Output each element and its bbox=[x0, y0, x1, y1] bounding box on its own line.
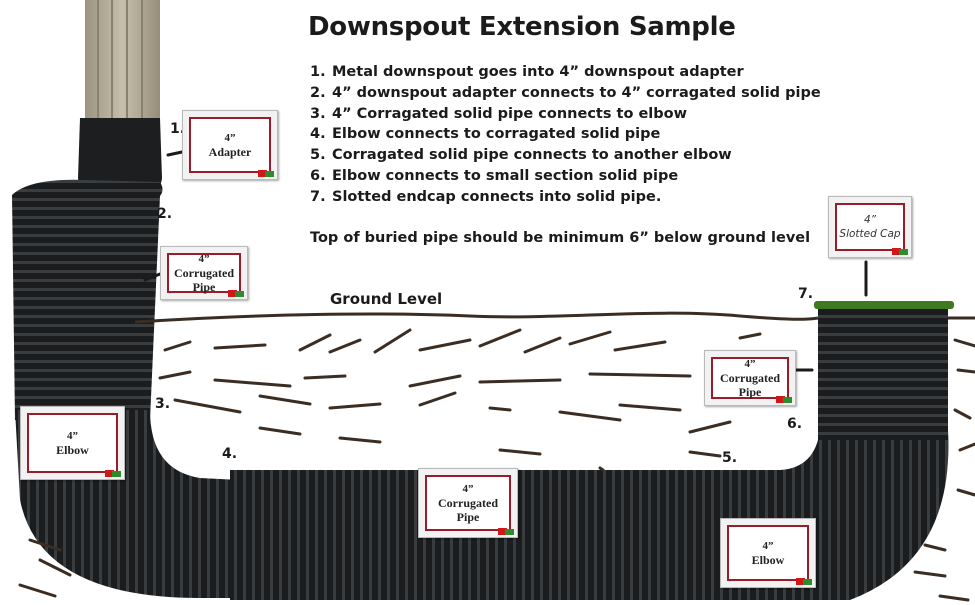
brand-logo bbox=[796, 578, 812, 585]
downspout-adapter bbox=[78, 118, 162, 200]
step-item: 1.Metal downspout goes into 4” downspout… bbox=[310, 64, 744, 80]
label-elbow-right: 4”Elbow bbox=[720, 518, 816, 588]
slotted-cap-rim bbox=[814, 301, 954, 309]
burial-depth-note: Top of buried pipe should be minimum 6” … bbox=[310, 230, 811, 246]
corrugated-pipe-vertical bbox=[12, 179, 163, 420]
step-item: 4.Elbow connects to corragated solid pip… bbox=[310, 126, 661, 143]
elbow-right bbox=[780, 430, 949, 600]
step-list: 1.Metal downspout goes into 4” downspout… bbox=[310, 64, 821, 210]
label-corrugated-pipe-bottom: 4”Corrugated Pipe bbox=[418, 468, 518, 538]
label-elbow-left: 4”Elbow bbox=[20, 406, 125, 480]
brand-logo bbox=[258, 170, 274, 177]
leader-lines bbox=[143, 150, 868, 372]
brand-logo bbox=[105, 470, 121, 477]
solid-pipe-vertical bbox=[818, 306, 948, 440]
marker-2: 2. bbox=[157, 206, 173, 222]
brand-logo bbox=[776, 396, 792, 403]
step-item: 6.Elbow connects to small section solid … bbox=[310, 167, 679, 184]
label-slotted-cap: 4”Slotted Cap bbox=[828, 196, 912, 258]
marker-7: 7. bbox=[798, 286, 814, 302]
metal-downspout bbox=[85, 0, 160, 124]
marker-5: 5. bbox=[722, 450, 738, 466]
ground-level-label: Ground Level bbox=[330, 290, 443, 308]
ground-line bbox=[134, 311, 819, 324]
marker-1: 1. bbox=[170, 121, 186, 137]
brand-logo bbox=[892, 248, 908, 255]
page-title: Downspout Extension Sample bbox=[308, 12, 736, 42]
marker-4: 4. bbox=[222, 446, 238, 462]
soil-strokes bbox=[18, 328, 975, 602]
marker-6: 6. bbox=[787, 416, 803, 432]
label-corrugated-pipe-right: 4”Corrugated Pipe bbox=[704, 350, 796, 406]
step-item: 2.4” downspout adapter connects to 4” co… bbox=[310, 84, 821, 101]
label-adapter: 4”Adapter bbox=[182, 110, 278, 180]
step-item: 3.4” Corragated solid pipe connects to e… bbox=[310, 105, 688, 122]
brand-logo bbox=[228, 290, 244, 297]
step-item: 7.Slotted endcap connects into solid pip… bbox=[310, 188, 662, 205]
marker-3: 3. bbox=[155, 396, 171, 412]
step-item: 5.Corragated solid pipe connects to anot… bbox=[310, 147, 732, 164]
brand-logo bbox=[498, 528, 514, 535]
label-corrugated-pipe-upper: 4”Corrugated Pipe bbox=[160, 246, 248, 300]
